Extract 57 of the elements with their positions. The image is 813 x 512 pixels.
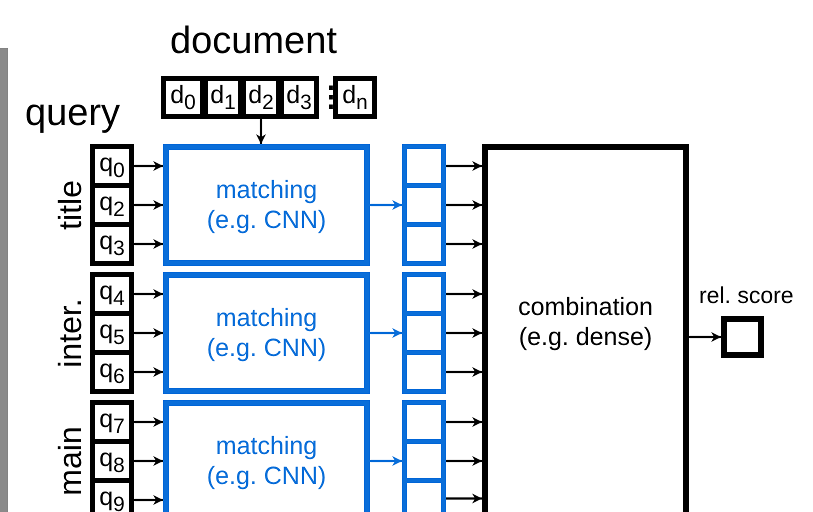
- token-label: q$_{4}$: [99, 276, 125, 312]
- field-label: main: [52, 425, 88, 498]
- arrow: [446, 417, 482, 427]
- arrow: [134, 289, 163, 299]
- node-label: matching (e.g. CNN): [206, 303, 328, 363]
- token-label: d$_{n}$: [342, 80, 368, 116]
- token-label: d$_{2}$: [248, 80, 274, 116]
- arrow: [370, 200, 402, 210]
- matching-box: [163, 400, 370, 512]
- arrow: [446, 289, 482, 299]
- arrow: [446, 161, 482, 171]
- arrow: [370, 328, 402, 338]
- node-label: matching (e.g. CNN): [206, 431, 328, 491]
- node-label: matching (e.g. CNN): [206, 175, 328, 235]
- token-label: q$_{5}$: [99, 315, 125, 351]
- token-label: d$_{0}$: [170, 80, 196, 116]
- arrow: [134, 456, 163, 466]
- matching-box: [163, 272, 370, 394]
- token-label: q$_{7}$: [99, 404, 125, 440]
- token-label: d$_{1}$: [210, 80, 236, 116]
- arrow: [134, 367, 163, 377]
- arrow: [134, 200, 163, 210]
- token-label: q$_{3}$: [99, 226, 125, 262]
- token-cell: [161, 76, 205, 119]
- field-label: inter.: [52, 297, 88, 370]
- token-label: q$_{8}$: [99, 443, 125, 479]
- arrow: [446, 456, 482, 466]
- arrow: [446, 239, 482, 249]
- arrow: [689, 332, 721, 342]
- arrow: [134, 417, 163, 427]
- arrow: [134, 239, 163, 249]
- token-cell: [333, 76, 377, 119]
- arrow: [446, 494, 482, 504]
- token-label: q$_{9}$: [99, 482, 125, 512]
- node-label: combination (e.g. dense): [517, 292, 654, 352]
- token-cell: [203, 76, 243, 119]
- combination-box: [482, 144, 689, 512]
- token-label: d$_{3}$: [286, 80, 312, 116]
- token-cell: [241, 76, 281, 119]
- arrow: [134, 161, 163, 171]
- matching-box: [163, 144, 370, 266]
- token-label: q$_{0}$: [99, 148, 125, 184]
- token-cell: [279, 76, 319, 119]
- token-label: q$_{2}$: [99, 187, 125, 223]
- arrow: [134, 328, 163, 338]
- section-title: query: [25, 92, 120, 135]
- output-label: rel. score: [699, 282, 794, 309]
- field-label: title: [52, 179, 88, 232]
- arrow: [446, 328, 482, 338]
- arrow: [256, 119, 266, 144]
- section-title: document: [170, 20, 337, 63]
- arrow: [134, 495, 163, 505]
- arrow: [446, 200, 482, 210]
- token-label: q$_{6}$: [99, 354, 125, 390]
- arrow: [370, 456, 402, 466]
- arrow: [446, 367, 482, 377]
- score-box: [721, 316, 764, 358]
